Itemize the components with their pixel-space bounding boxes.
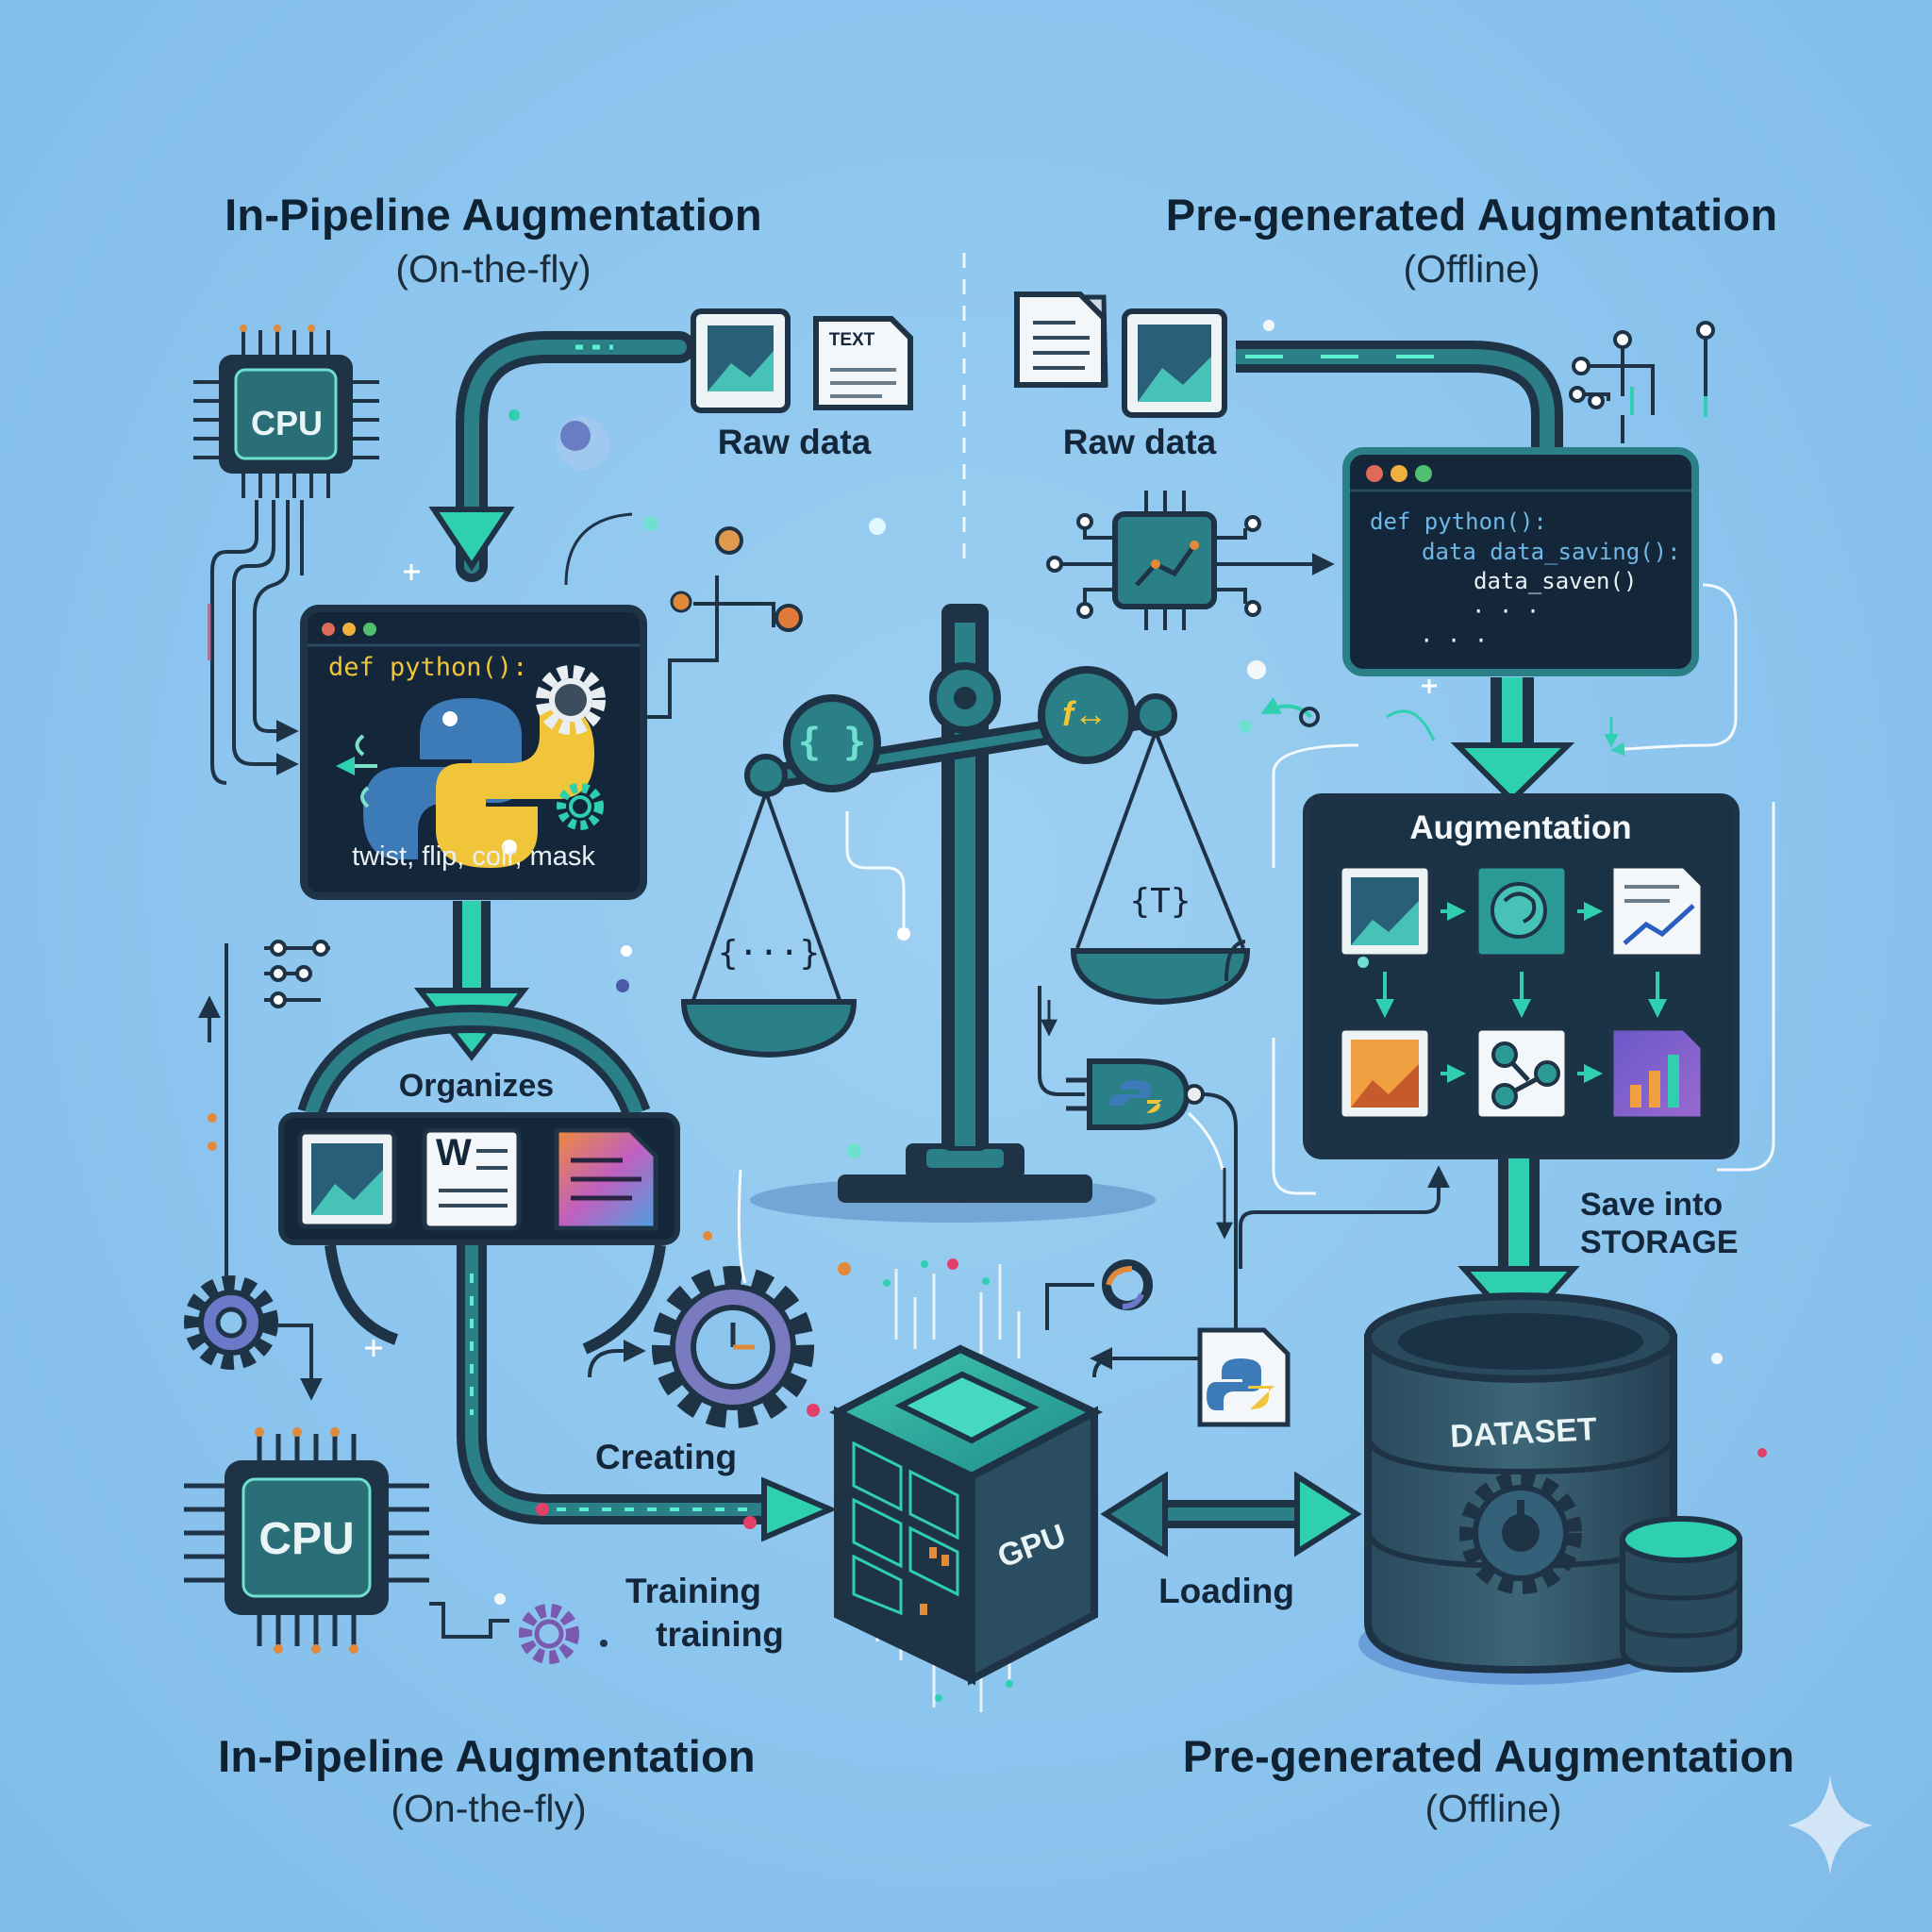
chip-wires [1061, 528, 1335, 604]
left-raw-data-label: Raw data [717, 423, 872, 461]
python-logic-gate-icon [1066, 1058, 1205, 1130]
feedback-loops [1272, 583, 1775, 1195]
text-doc-label: TEXT [828, 330, 875, 350]
scale-right-pan-text: {T} [1129, 882, 1191, 921]
dataset-label: DATASET [1449, 1410, 1598, 1456]
right-code-line-3: data_saven() [1474, 568, 1638, 594]
right-code-line-4: · · · [1472, 598, 1541, 625]
image-file-icon [297, 1129, 397, 1229]
scale-left-pan-text: {···} [717, 934, 821, 973]
plus-sparkles [365, 564, 1437, 1357]
storage-label: STORAGE [1580, 1224, 1739, 1260]
raw-data-flow-arrow [428, 331, 695, 582]
decorative-dots [208, 320, 1767, 1605]
left-subtitle: (On-the-fly) [395, 247, 591, 291]
augmentation-ops-label: twist, flip, colr, mask [352, 841, 595, 872]
creating-label: Creating [594, 1438, 738, 1476]
training-label-1: Training [625, 1572, 761, 1610]
python-file-icon [1197, 1327, 1291, 1427]
right-code-line-5: · · · [1420, 627, 1489, 654]
aug-chart-doc-icon [1608, 863, 1706, 959]
left-bottom-title: In-Pipeline Augmentation [218, 1731, 756, 1781]
raw-image-icon [691, 308, 791, 413]
right-code-panel [1342, 447, 1699, 676]
training-flow-path [325, 1244, 666, 1355]
gear-icon-small [557, 783, 604, 830]
dataset-database-icon [1358, 1292, 1683, 1685]
gear-icon-large [536, 665, 606, 735]
word-document-icon [422, 1127, 522, 1231]
balance-scale-icon [680, 604, 1251, 1223]
center-wires [737, 811, 1224, 1284]
right-code-line-2: data data_saving(): [1422, 539, 1681, 565]
aug-image-icon [1337, 863, 1433, 959]
cpu-bottom-chip-icon [184, 1427, 429, 1654]
chart-chip-icon [1112, 491, 1217, 630]
gear-icon-training [519, 1604, 579, 1664]
organizes-label: Organizes [398, 1068, 555, 1104]
aug-network-icon [1474, 1025, 1570, 1122]
raw-document-stack-icon [1014, 291, 1108, 388]
augmentation-panel [1303, 793, 1740, 1159]
wire-node [897, 927, 910, 941]
aug-brain-icon [1474, 863, 1570, 959]
sparkle-icon [1788, 1775, 1873, 1875]
right-raw-data-label: Raw data [1062, 423, 1217, 461]
right-subtitle: (Offline) [1403, 247, 1541, 291]
circuit-lines-right [1577, 330, 1707, 443]
augment-down-arrow [1450, 677, 1575, 805]
augmentation-panel-title: Augmentation [1409, 809, 1632, 846]
cpu-top-label: CPU [250, 404, 324, 442]
circular-swirl-icon [1102, 1259, 1153, 1310]
raw-data-flow-arrow-right [1236, 341, 1563, 451]
left-code-line: def python(): [328, 653, 528, 682]
gpu-cube-icon [829, 1260, 1103, 1712]
clock-gear-icon [652, 1266, 814, 1428]
word-doc-letter: W [436, 1132, 472, 1174]
loading-double-arrow [1100, 1471, 1362, 1557]
aug-orange-image-icon [1337, 1025, 1433, 1122]
cpu-bottom-label: CPU [258, 1514, 355, 1564]
left-title: In-Pipeline Augmentation [225, 190, 762, 240]
scale-function-symbol: f↔ [1062, 694, 1108, 733]
training-label-2: training [656, 1615, 784, 1654]
raw-image-icon-right [1122, 308, 1227, 418]
cpu-top-chip-icon [193, 325, 379, 498]
right-title: Pre-generated Augmentation [1165, 190, 1778, 240]
organizes-tray [278, 1112, 680, 1245]
slider-lines-icon [264, 940, 330, 1008]
colorful-document-icon [554, 1127, 658, 1231]
right-bottom-title: Pre-generated Augmentation [1182, 1731, 1795, 1781]
python-logo-icon [363, 698, 594, 868]
aug-bar-chart-icon [1608, 1025, 1706, 1122]
save-into-label: Save into [1580, 1187, 1724, 1223]
text-document-icon [813, 316, 913, 410]
left-bottom-subtitle: (On-the-fly) [391, 1787, 587, 1830]
left-code-panel [300, 605, 647, 900]
cpu-top-wires [210, 500, 304, 785]
creating-arrow [457, 1245, 838, 1542]
small-database-icon [1620, 1516, 1742, 1674]
chip-wire-nodes [1046, 513, 1261, 619]
scale-left-braces: { } [797, 721, 867, 764]
right-bottom-subtitle: (Offline) [1424, 1787, 1562, 1830]
loading-label: Loading [1158, 1572, 1294, 1610]
gear-icon-purple [184, 1275, 278, 1370]
right-code-line-1: def python(): [1370, 508, 1547, 535]
database-gear-icon [1459, 1472, 1582, 1594]
